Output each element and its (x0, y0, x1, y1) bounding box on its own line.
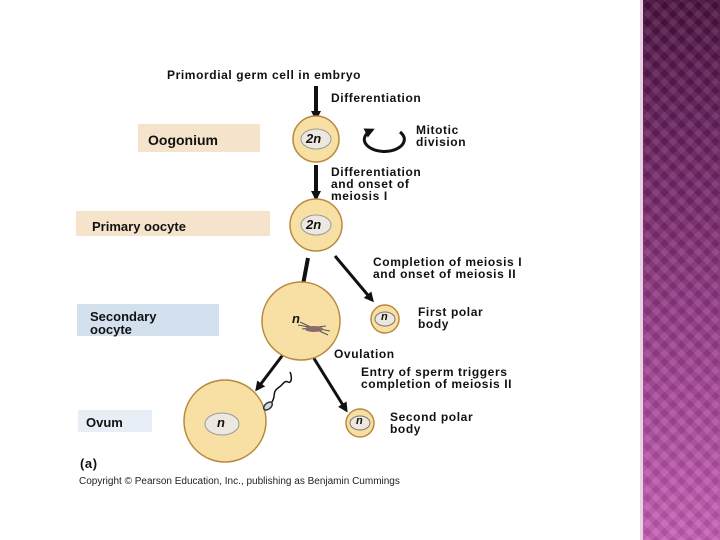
stage-label-secondary-oocyte: Secondary oocyte (90, 309, 157, 337)
ploidy-second-polar-body: n (356, 415, 363, 427)
step-sperm-entry: Entry of sperm triggers completion of me… (361, 365, 513, 391)
primary-oocyte-nucleus (300, 214, 332, 236)
stage-label-ovum: Ovum (86, 415, 123, 430)
top-label: Primordial germ cell in embryo (167, 68, 362, 82)
oogonium-nucleus (300, 128, 332, 150)
stage-label-primary-oocyte: Primary oocyte (92, 219, 186, 234)
side-panel-edge (640, 0, 643, 540)
secondary-oocyte-label-box (77, 304, 219, 336)
ploidy-first-polar-body: n (381, 311, 388, 323)
label-second-polar-body: Second polar body (390, 410, 474, 436)
ploidy-secondary-oocyte: n (292, 311, 300, 326)
oogonium-label-box (138, 124, 260, 152)
ploidy-ovum: n (217, 415, 225, 430)
step-ovulation: Ovulation (334, 347, 395, 361)
arrow-to-ovum (255, 351, 287, 392)
mitotic-cycle-arrow (362, 128, 406, 153)
panel-letter: (a) (80, 456, 98, 471)
secondary-oocyte-cell (261, 281, 341, 361)
ploidy-primary-oocyte: 2n (306, 217, 322, 232)
label-first-polar-body: First polar body (418, 305, 484, 331)
decorative-side-panel (643, 0, 720, 540)
stage-label-oogonium: Oogonium (148, 132, 218, 148)
copyright-caption: Copyright © Pearson Education, Inc., pub… (79, 476, 400, 487)
arrow-to-first-polar-body (333, 255, 374, 303)
step-mitotic-division: Mitotic division (416, 123, 467, 149)
meiotic-spindle (297, 321, 331, 336)
ovum-label-box (78, 410, 152, 432)
ovum-nucleus (204, 412, 240, 436)
primary-oocyte-label-box (76, 211, 270, 236)
ploidy-oogonium: 2n (306, 131, 322, 146)
step-completion-meiosis: Completion of meiosis I and onset of mei… (373, 255, 523, 281)
arrow-to-second-polar-body (308, 351, 348, 413)
step-differentiation-meiosis: Differentiation and onset of meiosis I (331, 165, 422, 203)
step-differentiation: Differentiation (331, 91, 422, 105)
sperm (262, 371, 293, 411)
